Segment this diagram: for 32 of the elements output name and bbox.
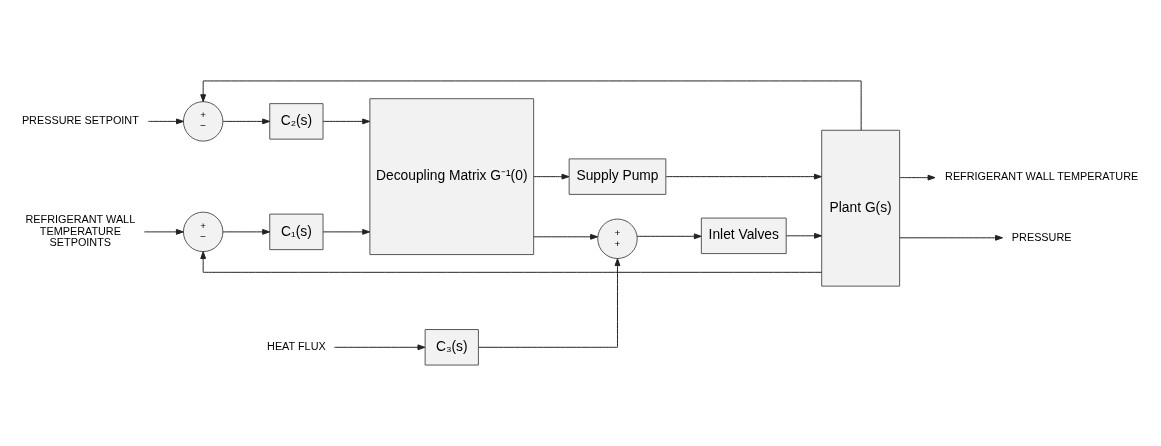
arrow: [533, 233, 599, 240]
node-circle: + −: [182, 101, 224, 142]
arrow: [322, 118, 371, 125]
arrow: [143, 228, 184, 235]
node-box: Decoupling Matrix G⁻¹(0): [369, 98, 535, 256]
arrow: [636, 233, 702, 240]
node-box: Plant G(s): [821, 129, 901, 287]
arrow: [533, 173, 570, 180]
arrow: [785, 232, 822, 239]
node-box: Inlet Valves: [700, 217, 787, 255]
arrow: [222, 228, 271, 235]
arrow: [899, 234, 1003, 241]
node-text: PRESSURE: [1011, 230, 1072, 243]
node-text: PRESSURE SETPOINT: [21, 114, 139, 127]
arrow: [478, 258, 621, 348]
arrow: [200, 251, 822, 273]
arrow: [222, 118, 271, 125]
arrow: [899, 174, 936, 181]
node-circle: + +: [597, 218, 638, 259]
node-box: Supply Pump: [568, 158, 667, 195]
node-box: C₂(s): [269, 103, 324, 140]
arrow: [333, 344, 426, 351]
arrow: [147, 118, 184, 125]
node-box: C₃(s): [424, 329, 479, 366]
node-text: HEAT FLUX: [267, 340, 326, 353]
arrow: [200, 80, 862, 131]
arrow: [322, 228, 371, 235]
node-circle: + −: [182, 211, 224, 253]
node-text: REFRIGERANT WALL TEMPERATURE: [945, 170, 1139, 183]
node-box: C₁(s): [269, 213, 324, 251]
arrow: [665, 173, 822, 180]
node-text: REFRIGERANT WALL TEMPERATURE SETPOINTS: [25, 212, 136, 249]
